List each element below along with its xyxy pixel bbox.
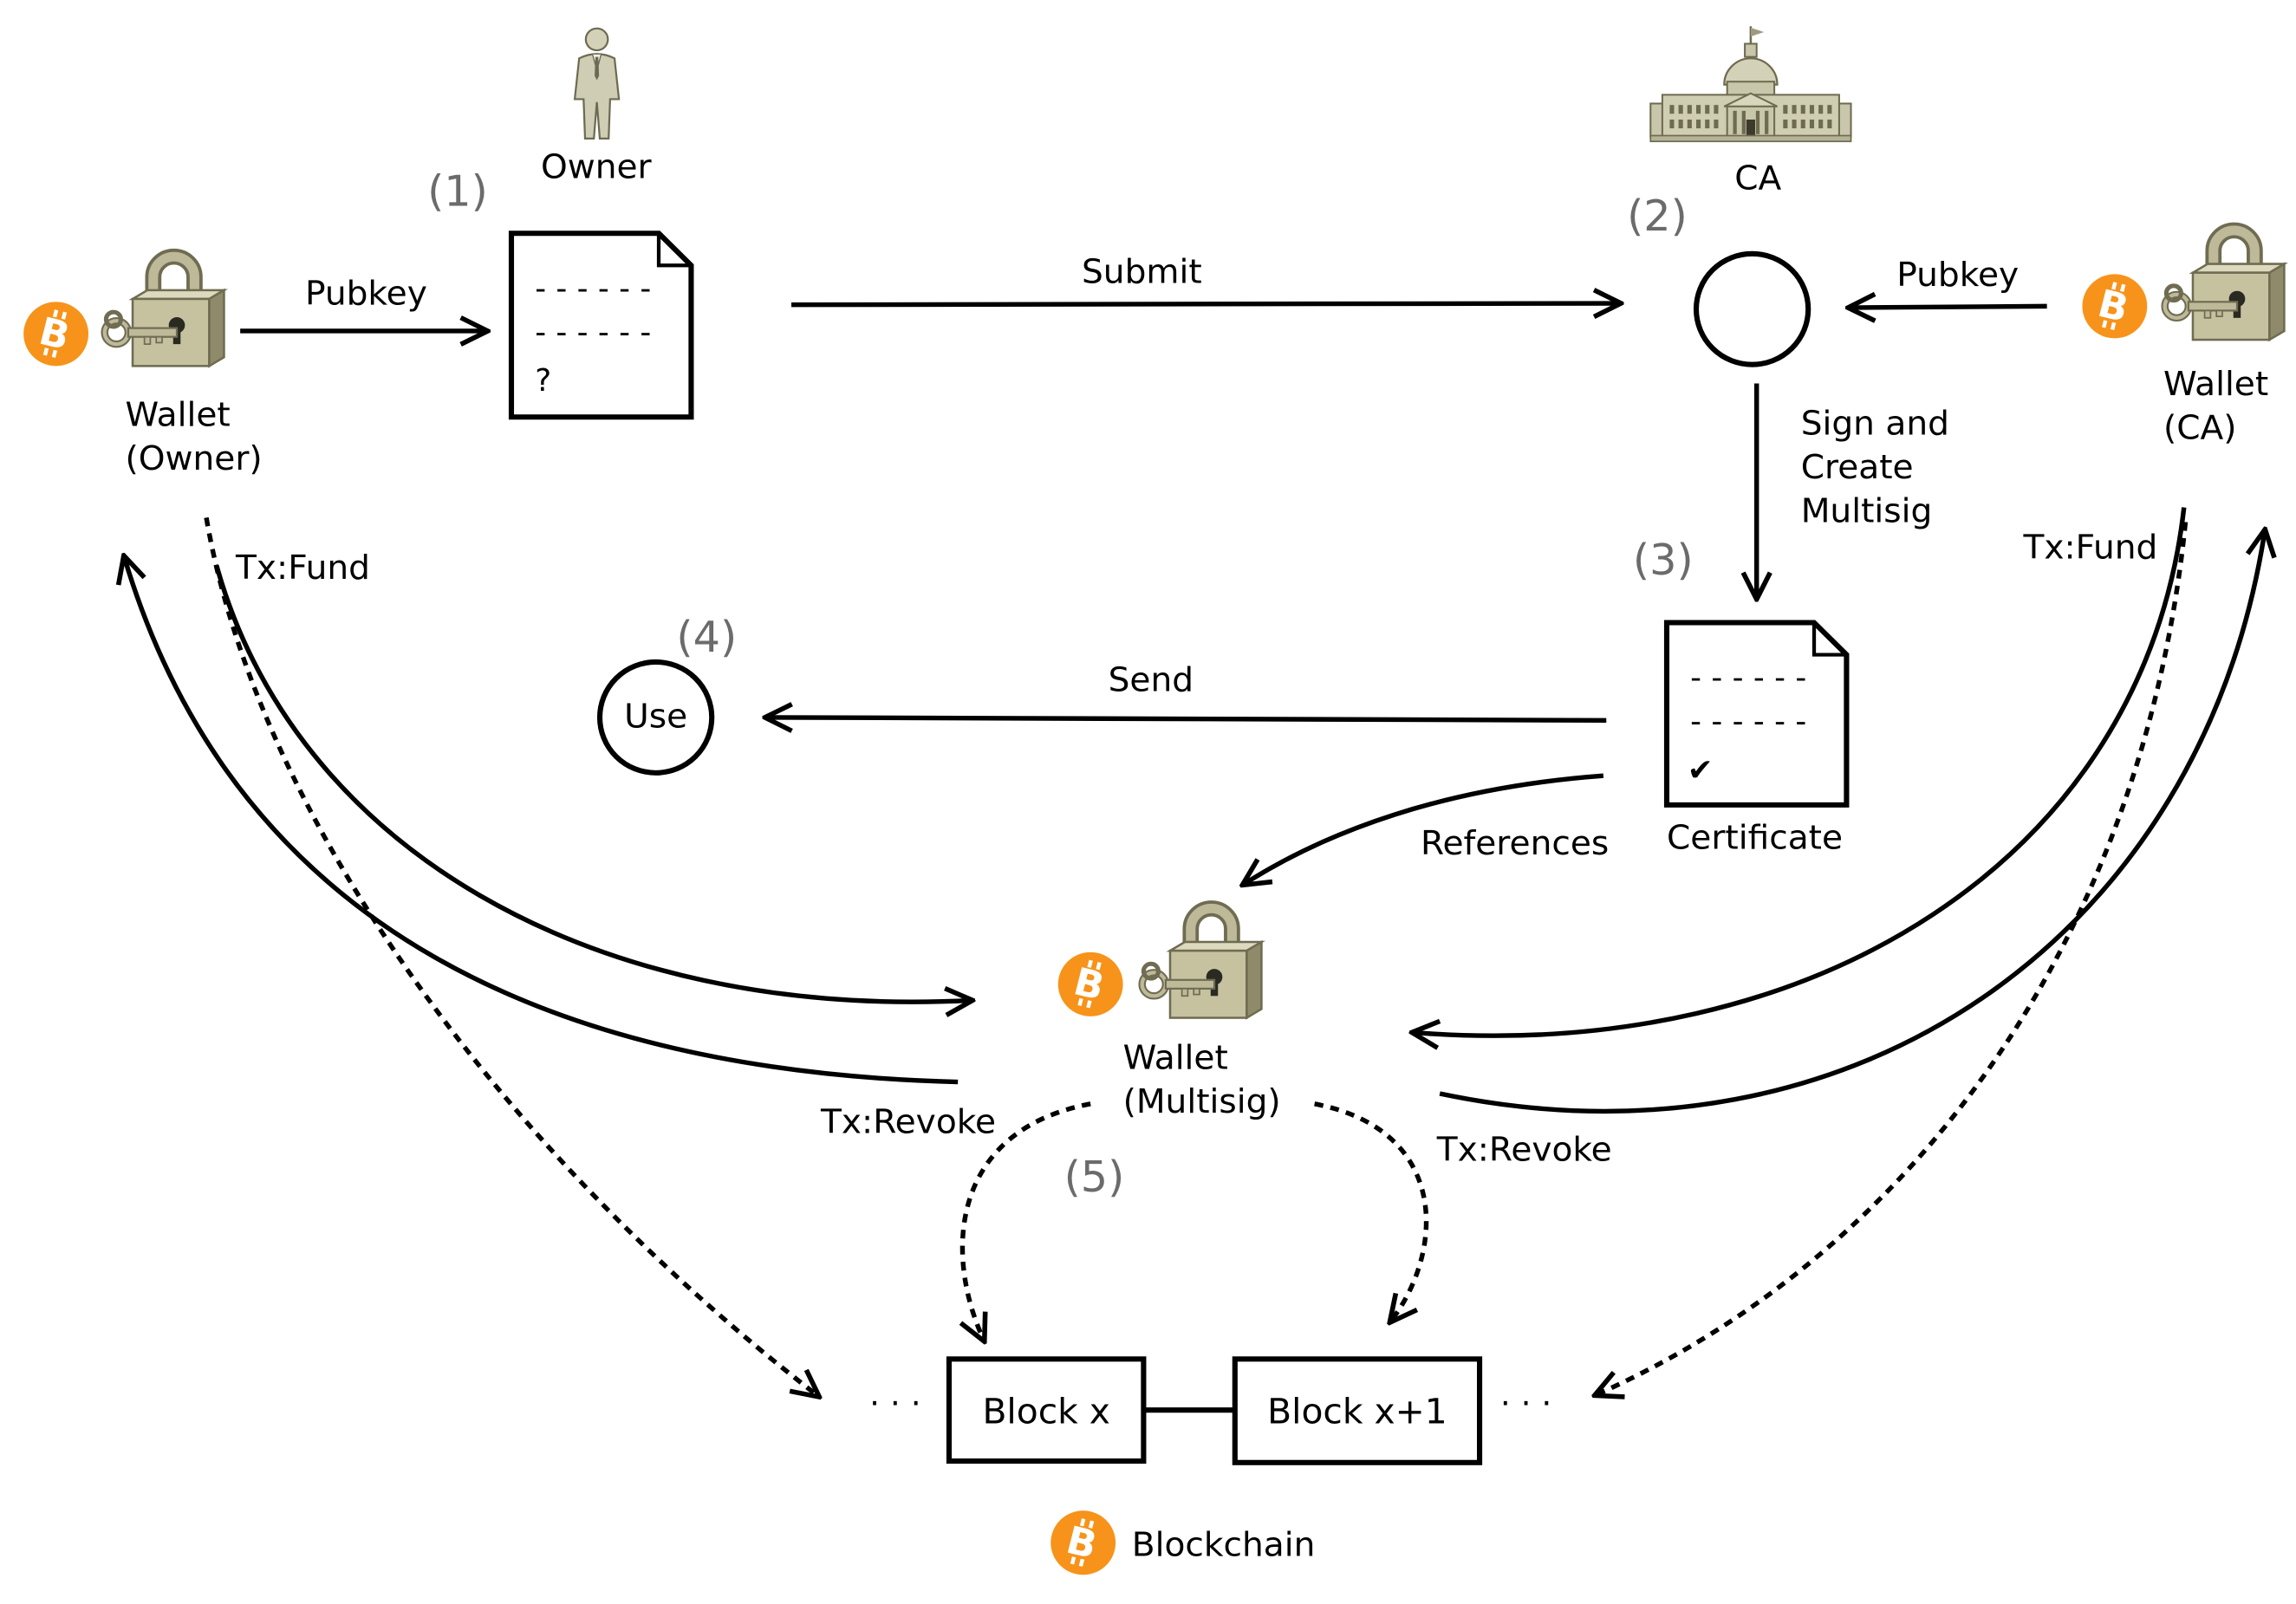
ca-revoke-label: Tx:Revoke [1436, 1131, 1612, 1170]
request-document-line: - - - - - - [535, 271, 651, 307]
owner-label: Owner [541, 147, 652, 186]
padlock-key-icon [1142, 908, 1262, 1017]
request-document: - - - - - - - - - - - - ? [508, 231, 694, 420]
sign-label-line: Sign and [1801, 405, 1949, 444]
multisig-to-block-x-arrow [962, 1101, 1091, 1341]
person-icon [573, 27, 621, 140]
owner-revoke-arrow [124, 555, 959, 1085]
step-4-label: (4) [676, 612, 737, 662]
references-label: References [1421, 824, 1609, 863]
owner-fund-arrow [214, 565, 972, 1002]
ca-wallet-sublabel: (CA) [2163, 409, 2237, 448]
blockchain-ellipsis-left: · · · [869, 1384, 920, 1422]
ca-process-node [1693, 250, 1811, 367]
padlock-key-icon [105, 257, 224, 366]
blockchain-label: Blockchain [1132, 1526, 1316, 1565]
request-document-mark: ? [535, 363, 551, 399]
certificate-document-line: - - - - - - [1690, 705, 1806, 740]
bitcoin-icon [23, 302, 89, 367]
step-1-label: (1) [427, 166, 488, 217]
block-x-plus-1-label: Block x+1 [1267, 1391, 1447, 1432]
certificate-document: - - - - - - - - - - - - ✔ [1663, 620, 1850, 808]
use-node [596, 659, 715, 776]
ca-label: CA [1734, 159, 1781, 198]
certificate-check-mark: ✔ [1688, 752, 1714, 788]
owner-pubkey-label: Pubkey [305, 275, 427, 314]
step-5-label: (5) [1064, 1152, 1125, 1202]
step-3-label: (3) [1633, 535, 1694, 585]
submit-arrow [791, 303, 1621, 305]
ca-revoke-arrow [1439, 529, 2265, 1114]
capitol-building-icon [1649, 26, 1852, 143]
send-arrow [764, 718, 1607, 720]
owner-figure [573, 27, 621, 140]
bitcoin-icon [1050, 1510, 1116, 1575]
ca-fund-broadcast-arrow [1595, 522, 2189, 1395]
sign-label-line: Create [1801, 448, 1914, 487]
use-node-label: Use [624, 698, 687, 737]
multisig-wallet-sublabel: (Multisig) [1123, 1082, 1281, 1121]
submit-label: Submit [1082, 253, 1202, 292]
ca-wallet-label: Wallet [2163, 365, 2268, 404]
bitcoin-icon [2082, 274, 2148, 339]
send-label: Send [1109, 661, 1194, 700]
blockchain: · · · Block x Block x+1 · · · [869, 1356, 1551, 1465]
multisig-wallet-label: Wallet [1123, 1039, 1228, 1078]
ca-fund-label: Tx:Fund [2022, 529, 2157, 568]
ca-pubkey-arrow [1848, 306, 2047, 308]
padlock-key-icon [2165, 231, 2285, 340]
certificate-label: Certificate [1667, 819, 1843, 858]
owner-fund-label: Tx:Fund [235, 549, 370, 588]
owner-wallet-label: Wallet [126, 396, 231, 435]
request-document-line: - - - - - - [535, 315, 651, 351]
block-x-plus-1 [1232, 1356, 1483, 1465]
references-arrow [1242, 773, 1604, 885]
multisig-to-block-x1-arrow [1314, 1101, 1429, 1322]
owner-wallet-sublabel: (Owner) [126, 439, 263, 478]
block-x-label: Block x [982, 1391, 1109, 1432]
block-x [946, 1356, 1147, 1464]
ca-fund-arrow [1412, 507, 2187, 1036]
blockchain-ellipsis-right: · · · [1500, 1384, 1551, 1422]
bitcoin-icon [1057, 951, 1123, 1016]
certificate-document-line: - - - - - - [1690, 660, 1806, 696]
ca-pubkey-label: Pubkey [1896, 256, 2019, 295]
step-2-label: (2) [1627, 191, 1688, 241]
sign-label-line: Multisig [1801, 492, 1933, 531]
owner-revoke-label: Tx:Revoke [820, 1103, 996, 1142]
